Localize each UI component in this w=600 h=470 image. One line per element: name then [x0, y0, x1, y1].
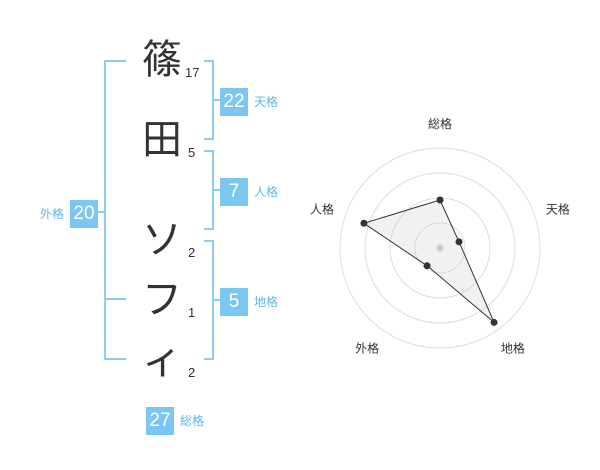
stroke-count-2: 5 — [188, 145, 196, 160]
jinkaku-label: 人格 — [254, 185, 279, 199]
radar-ring-1 — [414, 222, 466, 274]
radar-axis-label-5: 人格 — [310, 202, 334, 217]
tenkaku-badge: 22 — [220, 88, 248, 116]
name-char-1: 篠 — [142, 37, 182, 83]
stroke-count-1: 17 — [185, 65, 200, 80]
gaikaku-label: 外格 — [40, 207, 65, 221]
radar-axis-label-1: 総格 — [428, 116, 452, 131]
gaikaku-badge: 20 — [70, 200, 98, 228]
radar-point-3 — [490, 318, 498, 326]
chikaku-bracket — [204, 240, 214, 360]
jinkaku-badge: 7 — [220, 178, 248, 206]
name-char-5: ィ — [142, 337, 182, 383]
radar-value-polygon — [362, 199, 495, 323]
radar-point-4 — [423, 262, 431, 270]
name-char-3: ソ — [142, 217, 182, 263]
radar-point-2 — [455, 238, 463, 246]
chikaku-label: 地格 — [254, 295, 279, 309]
gaikaku-connector — [98, 211, 104, 213]
jinkaku-bracket — [204, 150, 214, 230]
chikaku-connector — [214, 299, 220, 301]
soukaku-badge: 27 — [146, 407, 174, 435]
jinkaku-connector — [214, 189, 220, 191]
radar-center-dot — [436, 244, 444, 252]
tenkaku-bracket — [204, 60, 214, 140]
radar-point-5 — [360, 219, 368, 227]
stroke-count-3: 2 — [188, 245, 196, 260]
stroke-count-5: 2 — [188, 365, 196, 380]
radar-ring-3 — [364, 172, 516, 324]
radar-axis-label-3: 地格 — [501, 340, 525, 355]
stroke-count-4: 1 — [188, 305, 196, 320]
radar-axis-label-2: 天格 — [546, 202, 570, 217]
chikaku-badge: 5 — [220, 288, 248, 316]
tenkaku-label: 天格 — [254, 95, 279, 109]
radar-ring-4 — [339, 147, 541, 349]
soukaku-label: 総格 — [180, 414, 205, 428]
gaikaku-inner-tick — [104, 298, 126, 300]
name-char-4: フ — [142, 277, 182, 323]
gaikaku-bracket — [104, 60, 126, 360]
radar-point-1 — [436, 196, 444, 204]
tenkaku-connector — [214, 99, 220, 101]
radar-axis-label-4: 外格 — [355, 340, 379, 355]
name-char-2: 田 — [142, 117, 182, 163]
